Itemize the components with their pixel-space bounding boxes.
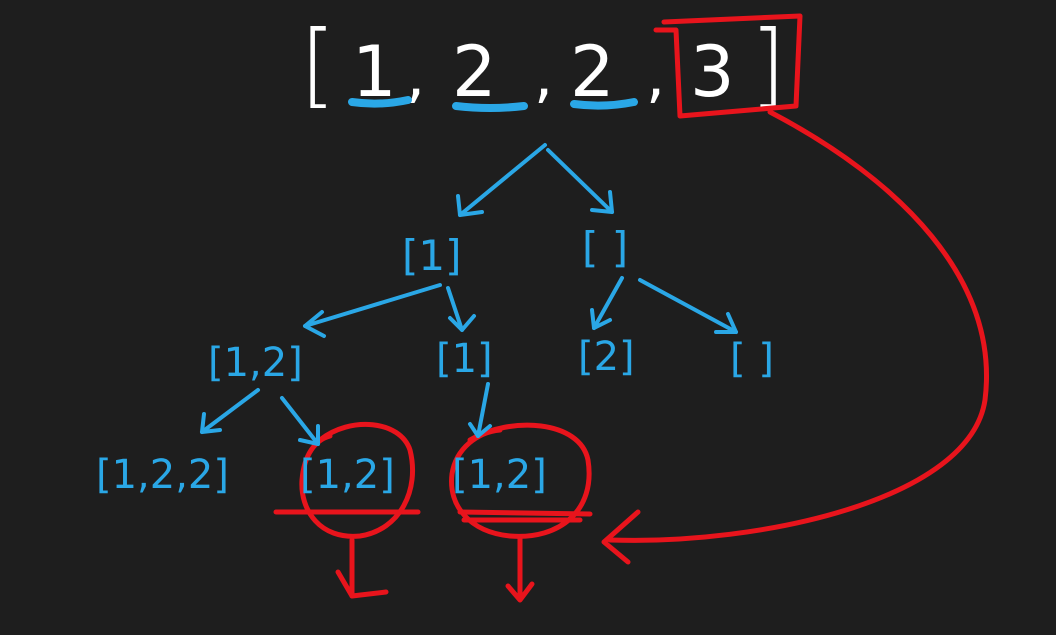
down-arrow-1 bbox=[349, 537, 389, 599]
circle-subset-1 bbox=[299, 421, 416, 539]
edge-root-left-head bbox=[456, 194, 484, 217]
highlight-box-element-3 bbox=[653, 13, 803, 119]
node-l3-1-2-a: [1,2] bbox=[300, 452, 395, 498]
down-arrow-1-head bbox=[335, 569, 355, 599]
node-l2-1-2: [1,2] bbox=[208, 340, 303, 386]
node-l1-exclude-1: [ ] bbox=[582, 223, 628, 272]
edge-root-right-head bbox=[590, 190, 614, 214]
input-open-bracket: [ bbox=[300, 11, 336, 118]
edge-l2a-left-head bbox=[200, 412, 222, 434]
edge-root-left bbox=[458, 143, 547, 217]
edge-l1a-right bbox=[446, 286, 464, 332]
edge-l1a-left bbox=[303, 283, 442, 328]
down-arrow-2-head bbox=[505, 581, 535, 603]
edge-l2a-right bbox=[280, 396, 320, 446]
edge-l1b-right-head bbox=[714, 312, 738, 334]
input-separator-3: , bbox=[646, 41, 665, 111]
node-l2-2: [2] bbox=[578, 334, 635, 380]
edge-l2b-down bbox=[476, 382, 490, 438]
edge-l2a-left bbox=[200, 388, 260, 434]
node-l2-1: [1] bbox=[436, 336, 493, 382]
tree-edges bbox=[200, 143, 738, 446]
underline-element-1 bbox=[348, 96, 412, 108]
edge-l2a-right-head bbox=[298, 424, 320, 446]
input-element-3: 2 bbox=[570, 31, 615, 113]
input-close-bracket: ] bbox=[750, 11, 786, 118]
edge-l1a-left-head bbox=[303, 310, 326, 338]
input-array: [ 1 , 2 , 2 , 3 ] bbox=[300, 11, 786, 118]
input-separator-1: , bbox=[406, 41, 425, 111]
edge-l1b-left-head bbox=[590, 308, 612, 330]
node-l3-1-2-b: [1,2] bbox=[452, 452, 547, 498]
return-arrow bbox=[607, 109, 989, 543]
strike-subset-2 bbox=[457, 509, 593, 517]
edge-root-right bbox=[546, 148, 614, 214]
edge-l1b-left bbox=[592, 276, 624, 330]
input-element-2: 2 bbox=[452, 31, 497, 113]
return-arrow-head bbox=[601, 509, 641, 565]
underlines bbox=[348, 96, 638, 112]
node-l1-include-1: [1] bbox=[402, 231, 462, 280]
edge-l1b-right bbox=[638, 278, 738, 334]
red-annotations bbox=[273, 13, 989, 603]
tree-nodes: [1] [ ] [1,2] [1] [2] [ ] [1,2,2] [1,2] … bbox=[96, 223, 774, 498]
underline-element-2 bbox=[452, 102, 528, 112]
input-element-4: 3 bbox=[690, 31, 735, 113]
underline-element-3 bbox=[570, 98, 638, 110]
edge-l2b-down-head bbox=[468, 422, 492, 438]
edge-l1a-right-head bbox=[448, 314, 476, 332]
node-l3-1-2-2: [1,2,2] bbox=[96, 452, 229, 498]
circle-subset-2 bbox=[449, 422, 592, 539]
node-l2-empty: [ ] bbox=[730, 336, 774, 382]
input-separator-2: , bbox=[534, 41, 553, 111]
